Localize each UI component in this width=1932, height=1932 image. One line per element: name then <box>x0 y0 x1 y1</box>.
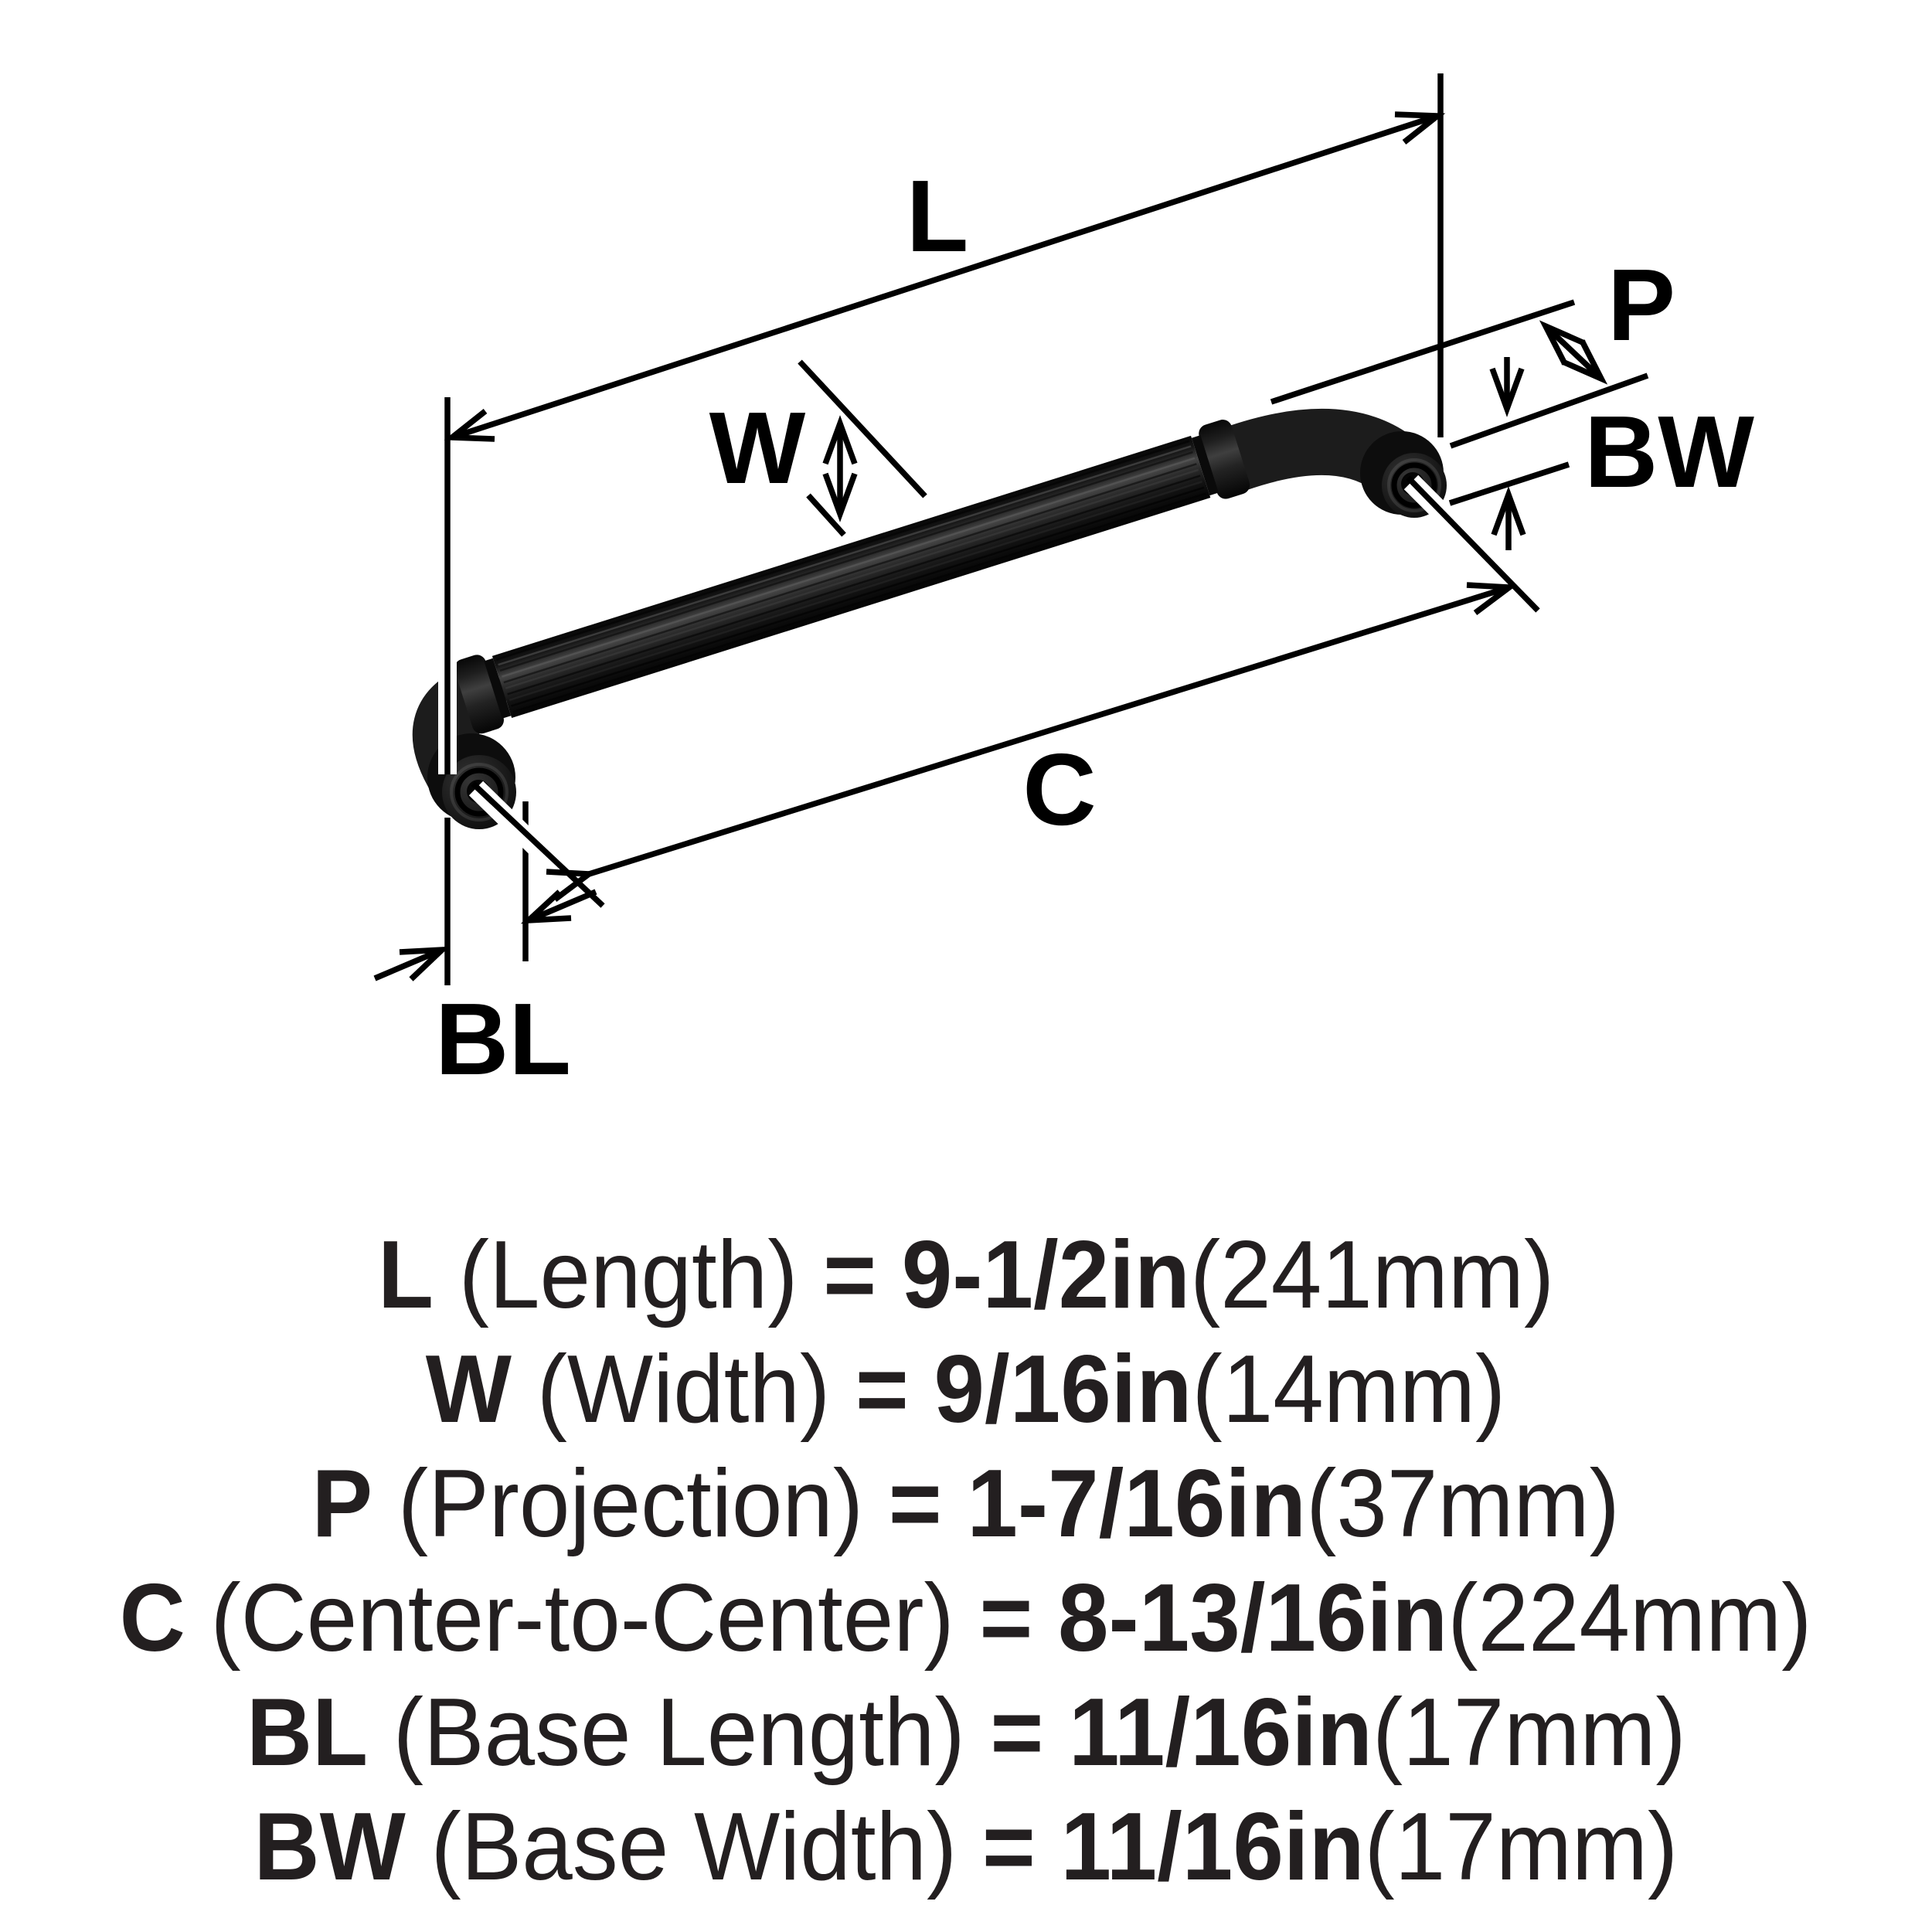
l-arrow-left-icon <box>444 409 495 442</box>
handle-left-collar <box>454 655 504 734</box>
bl-left-arrow-shaft <box>373 947 444 981</box>
handle-right-groove <box>1191 435 1219 496</box>
p-arrow-upleft-icon <box>1539 320 1586 366</box>
handle-bar-group <box>454 420 1250 734</box>
projection-top-line <box>1270 299 1576 405</box>
p-arrow-downright-icon <box>1561 339 1608 385</box>
dimension-lines-under <box>373 73 1649 981</box>
c-dimension-line <box>587 584 1511 877</box>
bw-up-arrow-icon <box>1491 486 1526 536</box>
handle-left-groove <box>484 658 512 719</box>
label-length: L <box>906 159 969 273</box>
bl-right-arrow-icon <box>520 889 572 924</box>
label-center-to-center: C <box>1022 733 1096 846</box>
dimension-lines-over <box>438 397 1540 985</box>
projection-bottom-line <box>1449 372 1649 449</box>
bl-left-arrow-icon <box>399 946 450 981</box>
left-axis-extension-line <box>471 781 605 908</box>
p-arrow-shaft <box>1543 324 1604 381</box>
label-projection: P <box>1607 248 1675 362</box>
handle-flutes <box>496 440 1206 713</box>
w-arrow-up-icon <box>822 415 858 465</box>
w-extension-line <box>798 359 927 498</box>
l-dimension-line <box>451 113 1439 440</box>
label-base-length: BL <box>435 982 571 1096</box>
label-width: W <box>709 391 806 505</box>
left-foot-groove <box>454 767 504 817</box>
c-arrow-right-icon <box>1466 582 1518 615</box>
label-base-width: BW <box>1584 395 1754 509</box>
bw-down-arrow-icon <box>1489 367 1525 417</box>
bl-right-arrow-shaft <box>527 889 597 923</box>
right-axis-extension-line <box>1406 475 1540 613</box>
w-arrow-down-icon <box>822 472 858 522</box>
w-tick-line <box>806 493 846 537</box>
left-foot-rim <box>450 763 509 821</box>
c-dimension <box>546 582 1518 902</box>
base-width-bottom-line <box>1448 461 1570 506</box>
handle-right-collar <box>1199 420 1250 499</box>
dimension-labels: L W P BW C BL <box>435 159 1754 1096</box>
l-arrow-right-icon <box>1394 111 1446 145</box>
handle-bar <box>492 435 1211 719</box>
right-foot-rim <box>1387 458 1441 512</box>
right-foot-groove <box>1391 462 1437 509</box>
c-arrow-left-icon <box>546 869 597 902</box>
